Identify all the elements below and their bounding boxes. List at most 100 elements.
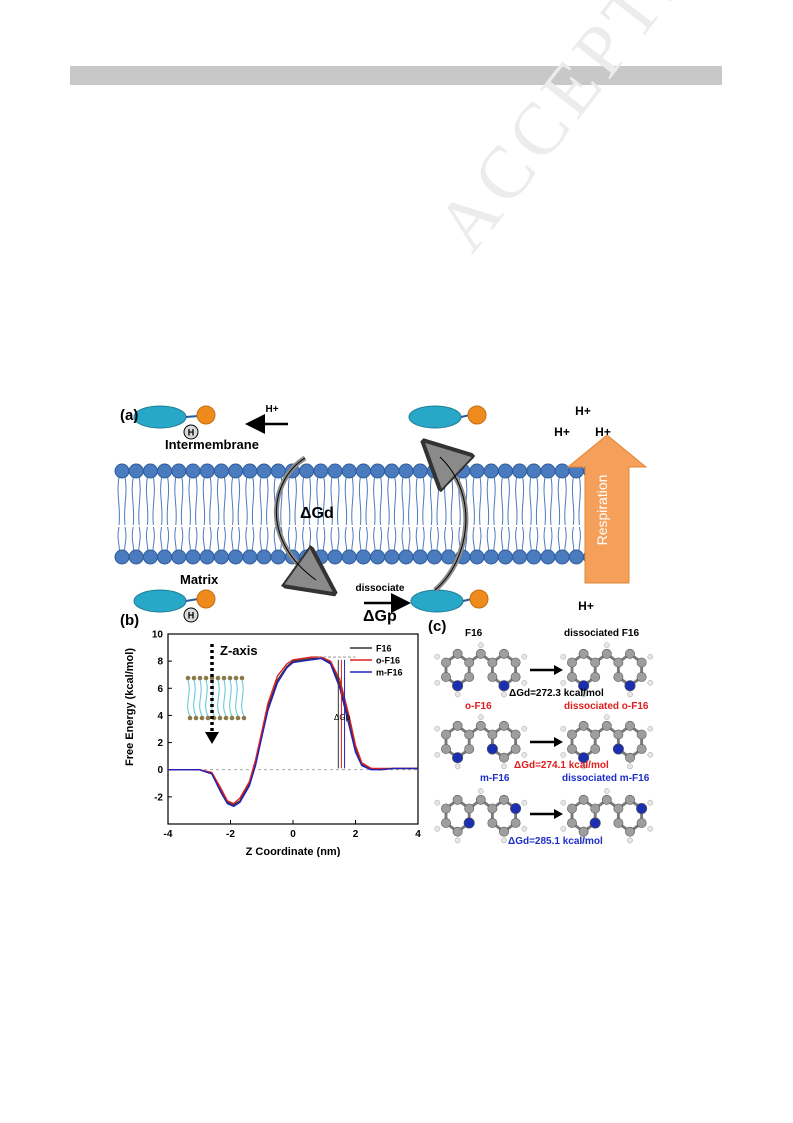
lipid-head	[355, 549, 371, 565]
hydrogen-atom	[521, 725, 528, 732]
inset-head	[185, 675, 191, 681]
carbon-atom	[487, 672, 498, 682]
lipid-tail	[571, 476, 581, 526]
reaction-arrowhead	[554, 737, 563, 747]
hydrogen-atom	[560, 751, 567, 758]
carbon-atom	[625, 826, 635, 837]
lipid-head	[483, 549, 499, 565]
inset-head	[217, 715, 223, 721]
carbon-atom	[625, 794, 635, 805]
lipid-head	[185, 463, 201, 479]
hydrogen-atom	[580, 691, 587, 698]
delta-gp-chart-label: ΔGp	[334, 713, 351, 722]
molecule	[560, 642, 654, 698]
hydrogen-atom	[647, 751, 654, 758]
carbon-atom	[510, 672, 521, 682]
lipid-tail	[160, 476, 170, 526]
lipid-tail	[188, 476, 198, 526]
inset-lipid	[229, 679, 233, 717]
carbon-atom	[452, 794, 463, 805]
panel-c-label: (c)	[428, 618, 447, 635]
y-tick-label: 0	[157, 765, 163, 776]
carbon-atom	[590, 744, 601, 754]
molecule	[434, 642, 528, 698]
header-bar	[70, 66, 722, 85]
lipid-tail	[145, 476, 155, 526]
carbon-atom	[590, 729, 601, 740]
carbon-atom	[613, 729, 624, 740]
hydrogen-atom	[603, 642, 610, 648]
lipid-head	[142, 463, 158, 479]
carbon-atom	[510, 744, 521, 754]
hydrogen-atom	[521, 679, 528, 686]
hydrogen-atom	[434, 825, 441, 832]
carbon-atom	[510, 729, 521, 740]
lipid-head	[114, 463, 130, 479]
lipid-head	[242, 463, 258, 479]
lipid-head	[157, 549, 173, 565]
c-row3-right: dissociated m-F16	[562, 773, 650, 784]
panel-a-label: (a)	[120, 407, 139, 424]
inset-lipid	[193, 679, 197, 717]
panel-b-label: (b)	[120, 612, 140, 629]
inset-lipid	[187, 679, 191, 717]
hydrogen-atom	[627, 691, 633, 698]
molecule	[560, 714, 654, 770]
carbon-atom	[567, 657, 577, 668]
protonated-molecule-bottom: H	[133, 589, 216, 623]
carbon-atom	[441, 818, 451, 828]
series-line-m-F16	[168, 657, 418, 808]
lipid-head	[128, 463, 144, 479]
carbon-atom	[578, 648, 589, 659]
lipid-tail	[543, 476, 553, 526]
carbon-atom	[441, 744, 451, 754]
lipid-head	[228, 463, 244, 479]
carbon-atom	[601, 648, 612, 659]
lipid-tail	[444, 476, 454, 526]
hydrogen-atom	[454, 691, 461, 698]
lipid-tail	[330, 476, 340, 526]
membrane-diagram: H H+ H dissociate ΔGp ΔGd	[114, 404, 648, 625]
hydrogen-atom	[501, 763, 507, 770]
c-row2-right: dissociated o-F16	[564, 701, 649, 712]
respiration-label: Respiration	[594, 475, 610, 546]
lipid-head	[412, 549, 428, 565]
carbon-atom	[441, 803, 451, 814]
lipid-head	[398, 549, 414, 565]
inset-lipid	[217, 679, 221, 717]
carbon-atom	[601, 720, 612, 731]
y-tick-label: 4	[157, 711, 163, 722]
lipid-tail	[202, 476, 212, 526]
hydrogen-atom	[647, 725, 654, 732]
h-circle-bottom: H	[188, 611, 195, 621]
carbon-atom	[601, 794, 612, 805]
series-line-F16	[168, 657, 418, 806]
c-row3-left: m-F16	[480, 773, 510, 784]
nitrogen-atom	[510, 802, 522, 815]
inset-head	[197, 675, 203, 681]
hydrogen-atom	[477, 788, 484, 794]
carbon-atom	[464, 672, 475, 682]
respiration-arrow	[566, 434, 648, 584]
lipid-head	[540, 549, 556, 565]
y-tick-label: 10	[152, 630, 164, 641]
carbon-atom	[625, 648, 635, 659]
nitrogen-atom	[452, 752, 464, 764]
lipid-head	[313, 549, 329, 565]
nitrogen-atom	[578, 680, 590, 692]
hydrogen-atom	[647, 799, 654, 806]
legend-label: m-F16	[376, 668, 403, 678]
lipid-tail	[415, 476, 425, 526]
lipid-head	[242, 549, 258, 565]
protonated-molecule-top: H	[133, 405, 216, 440]
lipid-head	[299, 549, 315, 565]
carbon-atom	[590, 657, 601, 668]
lipid-tail	[358, 476, 368, 526]
carbon-atom	[464, 803, 475, 814]
carbon-atom	[590, 803, 601, 814]
h-circle-top: H	[188, 428, 195, 438]
lipid-head	[554, 463, 570, 479]
lipid-tail	[287, 476, 297, 526]
inset-head	[187, 715, 193, 721]
lipid-head	[171, 549, 187, 565]
